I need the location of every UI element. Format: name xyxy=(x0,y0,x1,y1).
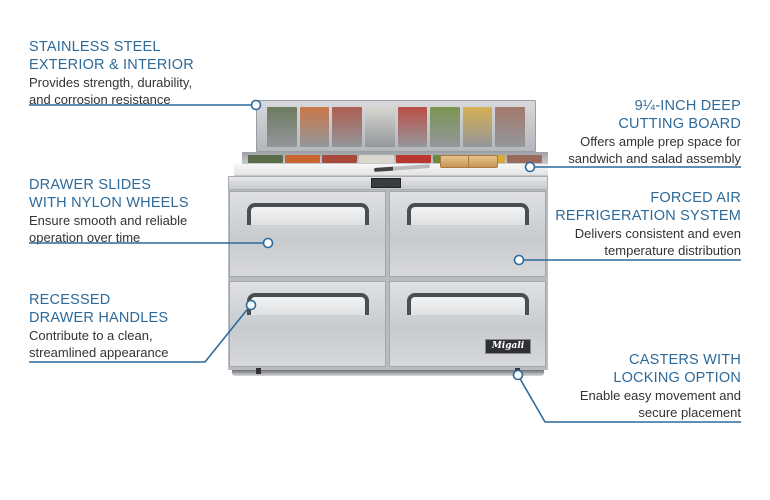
ingredient-pan xyxy=(396,155,431,163)
desc-line: Delivers consistent and even xyxy=(574,226,741,241)
desc-line: operation over time xyxy=(29,230,141,245)
base xyxy=(232,370,544,376)
cabinet-body: Migali xyxy=(228,190,548,370)
desc-line: Contribute to a clean, xyxy=(29,328,153,343)
ingredient-window xyxy=(332,107,362,147)
callout-title: DRAWER SLIDES WITH NYLON WHEELS xyxy=(29,176,189,212)
temperature-display xyxy=(371,178,401,188)
callout-description: Offers ample prep space for sandwich and … xyxy=(568,133,741,167)
title-line: DRAWER SLIDES xyxy=(29,177,152,193)
title-line: CASTERS WITH xyxy=(629,352,741,368)
callout-title: CASTERS WITH LOCKING OPTION xyxy=(580,351,741,387)
refrigerated-prep-table: Migali xyxy=(228,100,548,376)
callout-recessed-handles: RECESSED DRAWER HANDLES Contribute to a c… xyxy=(29,291,168,361)
callout-title: FORCED AIR REFRIGERATION SYSTEM xyxy=(555,189,741,225)
ingredient-window xyxy=(495,107,525,147)
callout-title: 9¼-INCH DEEP CUTTING BOARD xyxy=(568,97,741,133)
callout-cutting-board: 9¼-INCH DEEP CUTTING BOARD Offers ample p… xyxy=(568,97,741,167)
desc-line: and corrosion resistance xyxy=(29,92,171,107)
callout-description: Contribute to a clean, streamlined appear… xyxy=(29,327,168,361)
drawer-bottom-right[interactable]: Migali xyxy=(389,281,546,367)
ingredient-pan xyxy=(322,155,357,163)
drawer-top-right[interactable] xyxy=(389,191,546,277)
bread-icon xyxy=(468,155,498,168)
title-line: REFRIGERATION SYSTEM xyxy=(555,208,741,224)
callout-casters: CASTERS WITH LOCKING OPTION Enable easy m… xyxy=(580,351,741,421)
drawer-bottom-left[interactable] xyxy=(229,281,386,367)
desc-line: Enable easy movement and xyxy=(579,388,741,403)
ingredient-pan xyxy=(285,155,320,163)
callout-title: STAINLESS STEEL EXTERIOR & INTERIOR xyxy=(29,38,194,74)
brand-badge: Migali xyxy=(485,339,531,354)
caster-icon xyxy=(256,368,261,374)
desc-line: Provides strength, durability, xyxy=(29,75,193,90)
callout-description: Enable easy movement and secure placement xyxy=(580,387,741,421)
callout-description: Provides strength, durability, and corros… xyxy=(29,74,194,108)
title-line: 9¼-INCH DEEP xyxy=(634,98,741,114)
drawer-handle[interactable] xyxy=(247,203,369,225)
caster-icon xyxy=(515,368,520,374)
callout-forced-air: FORCED AIR REFRIGERATION SYSTEM Delivers … xyxy=(555,189,741,259)
title-line: STAINLESS STEEL xyxy=(29,39,161,55)
title-line: LOCKING OPTION xyxy=(613,370,741,386)
title-line: RECESSED xyxy=(29,292,111,308)
drawer-handle[interactable] xyxy=(407,203,529,225)
ingredient-window xyxy=(430,107,460,147)
lid-window-row xyxy=(267,107,525,147)
ingredient-window xyxy=(397,107,428,147)
title-line: FORCED AIR xyxy=(650,190,741,206)
callout-description: Delivers consistent and even temperature … xyxy=(555,225,741,259)
callout-description: Ensure smooth and reliable operation over… xyxy=(29,212,189,246)
bread-icon xyxy=(440,155,470,168)
ingredient-window xyxy=(462,107,493,147)
ingredient-window xyxy=(267,107,297,147)
desc-line: Ensure smooth and reliable xyxy=(29,213,188,228)
title-line: CUTTING BOARD xyxy=(618,116,741,132)
callout-title: RECESSED DRAWER HANDLES xyxy=(29,291,168,327)
desc-line: streamlined appearance xyxy=(29,345,169,360)
callout-drawer-slides: DRAWER SLIDES WITH NYLON WHEELS Ensure sm… xyxy=(29,176,189,246)
desc-line: sandwich and salad assembly xyxy=(568,151,741,166)
drawer-top-left[interactable] xyxy=(229,191,386,277)
desc-line: temperature distribution xyxy=(604,243,741,258)
ingredient-pan xyxy=(359,155,394,163)
ingredient-window xyxy=(364,107,395,147)
callout-stainless-steel: STAINLESS STEEL EXTERIOR & INTERIOR Provi… xyxy=(29,38,194,108)
desc-line: Offers ample prep space for xyxy=(580,134,741,149)
ingredient-window xyxy=(299,107,330,147)
desc-line: secure placement xyxy=(638,405,741,420)
title-line: WITH NYLON WHEELS xyxy=(29,195,189,211)
title-line: EXTERIOR & INTERIOR xyxy=(29,57,194,73)
ingredient-pan xyxy=(248,155,283,163)
ingredient-pan xyxy=(507,155,542,163)
drawer-handle[interactable] xyxy=(247,293,369,315)
drawer-handle[interactable] xyxy=(407,293,529,315)
title-line: DRAWER HANDLES xyxy=(29,310,169,326)
hinged-lid xyxy=(256,100,536,152)
